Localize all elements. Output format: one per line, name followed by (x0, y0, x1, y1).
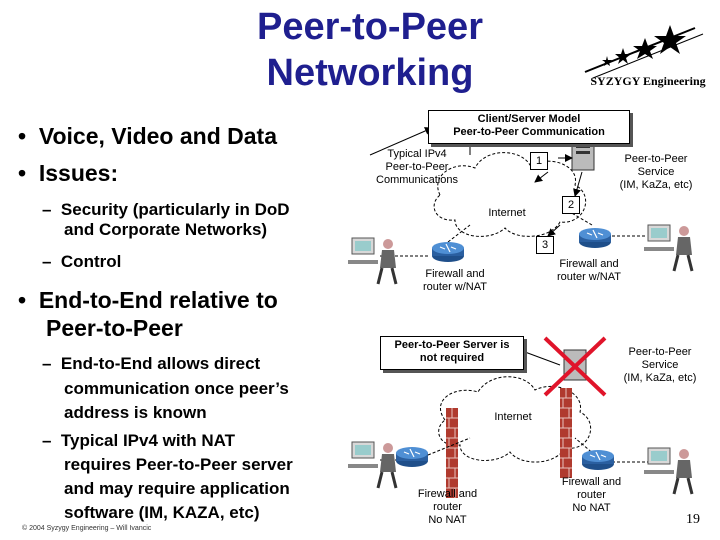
sub-bullet-security-cont: and Corporate Networks) (64, 220, 268, 239)
label-typical-ipv4: Typical IPv4 Peer-to-Peer Communications (367, 148, 467, 187)
slide-title: Peer-to-Peer Networking (160, 4, 580, 96)
callout-line-1: Client/Server Model (477, 113, 581, 125)
user-left-top-icon (346, 236, 398, 286)
title-line-2: Networking (266, 52, 474, 94)
router-icon (395, 446, 429, 468)
sub-bullet-security: – Security (particularly in DoD (42, 200, 290, 219)
sub-bullet-ipv4-l4: software (IM, KAZA, etc) (64, 503, 260, 522)
label-line: No NAT (428, 514, 467, 526)
router-icon (578, 227, 612, 249)
label-line: (IM, KaZa, etc) (623, 372, 697, 384)
sub-bullet-text: Control (60, 252, 122, 271)
label-line: No NAT (572, 502, 611, 514)
label-line: router (577, 489, 606, 501)
bullet-voice-video: • Voice, Video and Data (18, 123, 278, 149)
sub-bullet-text: Security (particularly in DoD (60, 200, 290, 219)
label-fw-right-top: Firewall and router w/NAT (544, 258, 634, 284)
internet-label-top: Internet (488, 207, 526, 219)
label-fw-left-top: Firewall and router w/NAT (410, 268, 500, 294)
label-line: router (433, 501, 462, 513)
user-right-bottom-icon (642, 446, 694, 496)
sub-bullet-ipv4-l2: requires Peer-to-Peer server (64, 455, 293, 474)
link-router-cloud-right-bottom (574, 437, 596, 456)
label-line: router w/NAT (557, 271, 621, 283)
label-line: Firewall and (559, 258, 619, 270)
user-left-bottom-icon (346, 440, 398, 490)
sub-bullet-direct-l2: communication once peer’s (64, 379, 289, 398)
title-line-1: Peer-to-Peer (257, 6, 483, 48)
sub-bullet-text: End-to-End allows direct (60, 354, 261, 373)
sub-bullet-ipv4: – Typical IPv4 with NAT (42, 431, 236, 450)
callout-line-1: Peer-to-Peer Server is (394, 339, 510, 351)
label-line: Peer-to-Peer (628, 346, 692, 358)
internet-cloud-top (433, 152, 587, 237)
router-icon (431, 241, 465, 263)
sub-bullet-direct-l3: address is known (64, 403, 207, 422)
step-1-badge: 1 (530, 152, 548, 170)
user-right-top-icon (642, 223, 694, 273)
label-line: Firewall and (417, 488, 478, 500)
router-icon (581, 449, 615, 471)
step-2-badge: 2 (562, 196, 580, 214)
label-fw-left-bottom: Firewall and router No NAT (400, 488, 495, 527)
sub-bullet-control: – Control (42, 252, 122, 271)
page-number: 19 (686, 512, 700, 527)
logo-text: SYZYGY Engineering (590, 74, 706, 88)
p2p-server-icon (571, 139, 595, 171)
label-line: Firewall and (561, 476, 622, 488)
label-p2p-service-bottom: Peer-to-Peer Service (IM, KaZa, etc) (610, 346, 710, 385)
label-line: Service (641, 359, 679, 371)
sub-bullet-text: Typical IPv4 with NAT (60, 431, 236, 450)
link-router-cloud-left-bottom (427, 437, 471, 456)
bullet-text: End-to-End relative to (38, 287, 278, 313)
callout-line-2: not required (419, 352, 485, 364)
callout-line-2: Peer-to-Peer Communication (453, 126, 605, 138)
footer-copyright: © 2004 Syzygy Engineering – Will Ivancic (22, 525, 152, 532)
label-line: Communications (376, 174, 458, 186)
callout-client-server: Client/Server Model Peer-to-Peer Communi… (428, 110, 630, 144)
label-line: Peer-to-Peer (624, 153, 688, 165)
internet-label-bottom: Internet (494, 411, 532, 423)
bullet-end-to-end: • End-to-End relative to (18, 287, 278, 313)
label-line: Firewall and (425, 268, 485, 280)
bullet-text: Voice, Video and Data (38, 123, 278, 149)
firewall-right-icon (559, 387, 573, 479)
label-p2p-service-top: Peer-to-Peer Service (IM, KaZa, etc) (606, 153, 706, 192)
callout-server-not-required: Peer-to-Peer Server is not required (380, 336, 524, 370)
link-router-cloud-right (569, 211, 593, 226)
sub-bullet-ipv4-l3: and may require application (64, 479, 290, 498)
bullet-end-to-end-cont: Peer-to-Peer (46, 315, 183, 341)
label-line: (IM, KaZa, etc) (619, 179, 693, 191)
label-line: Service (637, 166, 675, 178)
firewall-left-icon (445, 407, 459, 499)
label-line: Typical IPv4 (387, 148, 447, 160)
bullet-text: Issues: (38, 160, 119, 186)
label-line: Peer-to-Peer (385, 161, 449, 173)
bullet-issues: • Issues: (18, 160, 119, 186)
syzygy-logo-icon (584, 25, 704, 79)
label-line: router w/NAT (423, 281, 487, 293)
sub-bullet-direct: – End-to-End allows direct (42, 354, 261, 373)
internet-cloud-bottom (438, 376, 592, 463)
label-fw-right-bottom: Firewall and router No NAT (544, 476, 639, 515)
step-3-badge: 3 (536, 236, 554, 254)
